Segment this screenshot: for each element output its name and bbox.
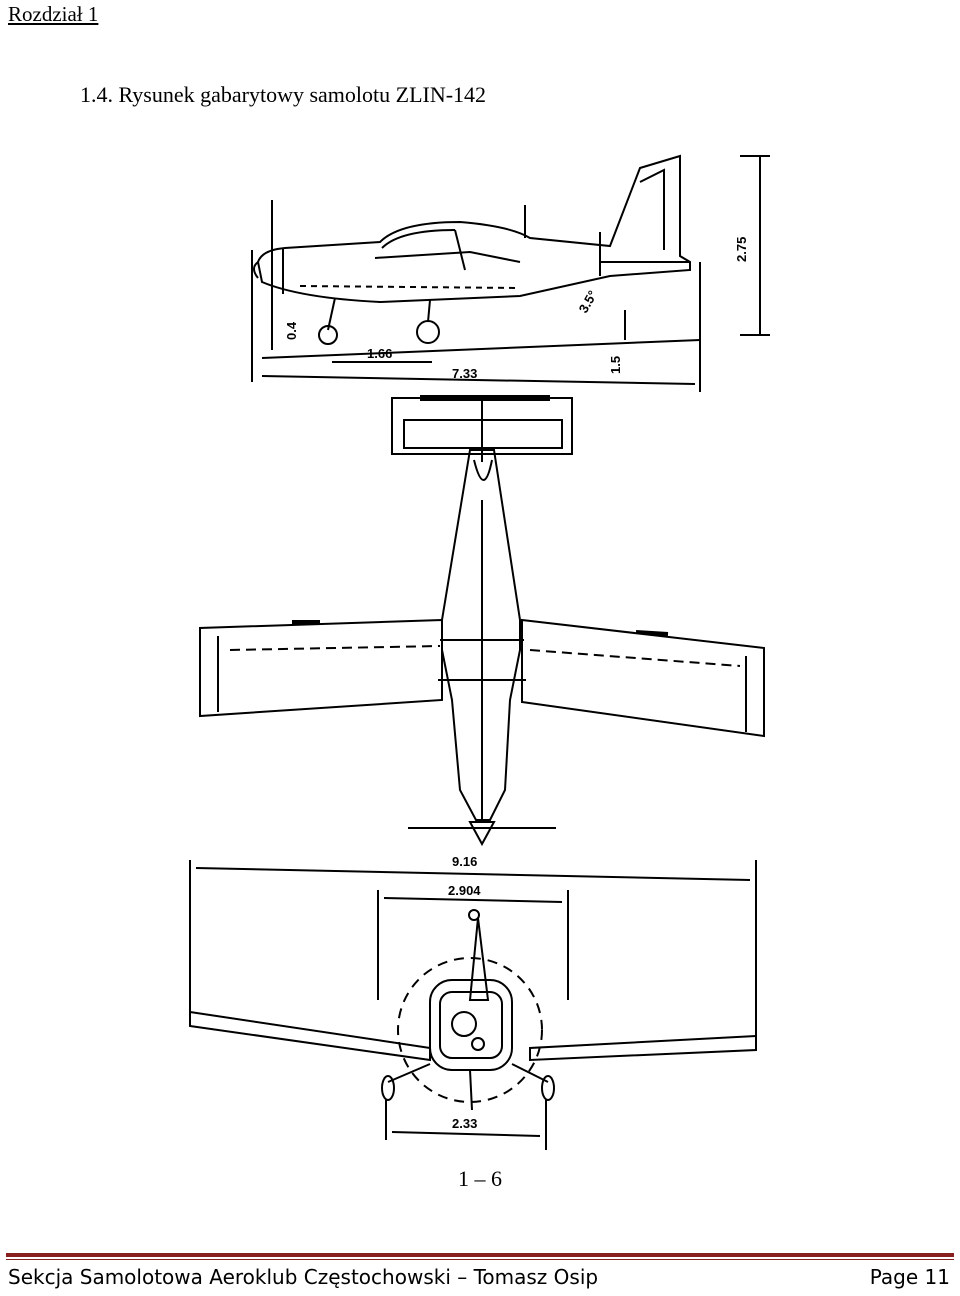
front-view: 9.16 2.904 2.33: [189, 854, 757, 1150]
dim-length: 7.33: [452, 366, 477, 381]
section-title: 1.4. Rysunek gabarytowy samolotu ZLIN-14…: [80, 82, 487, 107]
side-view: 2.75 1.66 7.33 0.4 3.5° 1.5: [251, 154, 770, 392]
dim-wheelbase: 1.66: [367, 346, 392, 361]
page-number: Page 11: [869, 1265, 950, 1289]
figure-number: 1 – 6: [458, 1166, 502, 1191]
aircraft-drawing: 2.75 1.66 7.33 0.4 3.5° 1.5: [189, 154, 770, 1150]
dim-gear: 0.4: [284, 321, 299, 340]
dim-tail-span: 2.904: [448, 883, 481, 898]
chapter-header: Rozdział 1: [8, 2, 99, 26]
footer-author: Sekcja Samolotowa Aeroklub Częstochowski…: [8, 1265, 599, 1289]
dim-span: 9.16: [452, 854, 477, 869]
dim-height: 2.75: [734, 237, 749, 262]
dim-track: 2.33: [452, 1116, 477, 1131]
footer-rule-thin: [6, 1259, 954, 1260]
dim-small: 1.5: [608, 356, 623, 374]
footer-rule: [6, 1253, 954, 1257]
top-view: [199, 395, 765, 847]
dim-angle: 3.5°: [576, 288, 601, 316]
